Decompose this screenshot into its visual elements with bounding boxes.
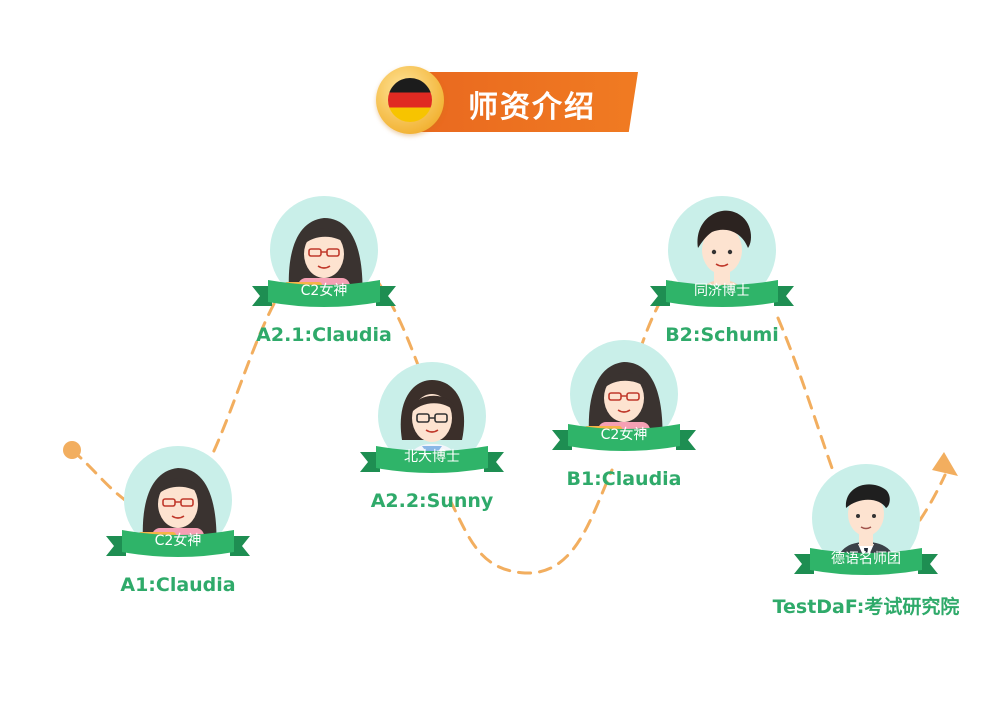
badge-text: 同济博士	[694, 283, 750, 299]
ribbon-banner	[252, 280, 396, 307]
path-end-arrow-icon	[932, 452, 958, 476]
teacher-card-a2-1: C2女神 A2.1:Claudia	[244, 176, 404, 376]
badge-text: 德语名师团	[831, 551, 901, 567]
page-title: 师资介绍	[468, 90, 596, 125]
teacher-card-a1: C2女神 A1:Claudia	[98, 426, 258, 626]
teacher-card-b2: 同济博士 B2:Schumi	[642, 176, 802, 376]
teacher-label: TestDaF:考试研究院	[772, 596, 960, 618]
section-title: 师资介绍	[376, 66, 642, 136]
ribbon-banner	[552, 424, 696, 451]
badge-text: C2女神	[600, 427, 648, 443]
teacher-card-a2-2: 北大博士 A2.2:Sunny	[352, 342, 512, 542]
ribbon-banner	[794, 548, 938, 575]
ribbon-banner	[650, 280, 794, 307]
ribbon-banner	[360, 446, 504, 473]
teacher-label: B1:Claudia	[566, 468, 682, 490]
germany-flag-icon	[388, 78, 432, 122]
dashed-path-line	[70, 280, 947, 575]
title-banner	[408, 72, 638, 132]
woman-short-hair-glasses-icon	[400, 380, 465, 470]
teacher-label: A2.2:Sunny	[370, 490, 494, 512]
path-start-dot	[63, 441, 81, 459]
teacher-label: A1:Claudia	[120, 574, 236, 596]
badge-text: C2女神	[154, 533, 202, 549]
flag-badge	[376, 66, 444, 134]
teacher-label: B2:Schumi	[665, 324, 779, 346]
ribbon-banner	[106, 530, 250, 557]
teacher-label: A2.1:Claudia	[256, 324, 392, 346]
badge-text: C2女神	[300, 283, 348, 299]
badge-text: 北大博士	[404, 449, 460, 465]
teacher-card-b1: C2女神 B1:Claudia	[544, 320, 704, 520]
teacher-card-testdaf: 德语名师团 TestDaF:考试研究院	[773, 444, 959, 644]
